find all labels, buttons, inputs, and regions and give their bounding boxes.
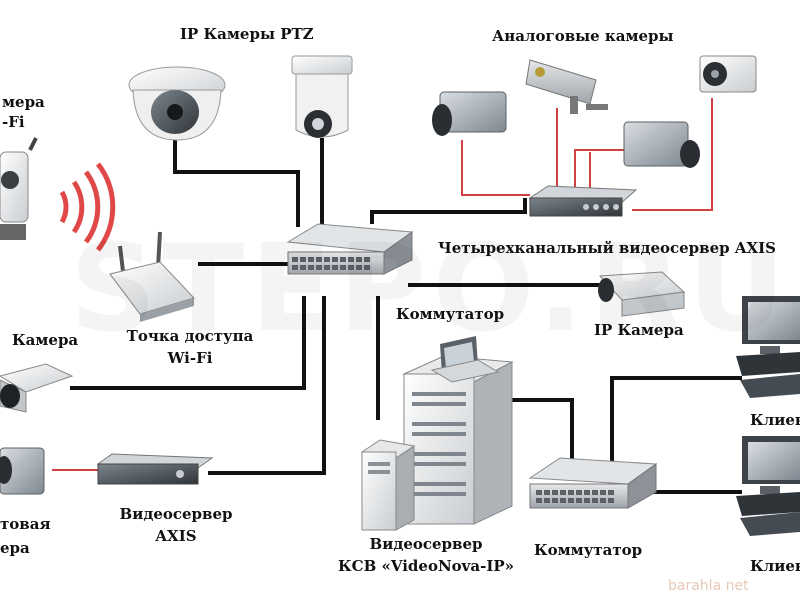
dome-camera-icon (128, 66, 226, 141)
link-videoserver-4ch (370, 198, 527, 224)
link-ip-camera-left (70, 296, 306, 390)
bottom-switch-icon (528, 457, 658, 509)
label-ip-ptz: IP Камеры PTZ (180, 25, 314, 43)
label-analog-left-line1: товая (0, 515, 51, 533)
ip-camera-right-icon (598, 271, 686, 317)
label-videoserver-4ch: Четырехканальный видеосервер AXIS (438, 239, 776, 257)
label-switch-main: Коммутатор (396, 305, 505, 323)
label-ksv-line1: Видеосервер (369, 535, 483, 553)
label-access-point-line2: Wi-Fi (167, 349, 213, 367)
access-point-icon (109, 231, 195, 322)
main-switch-icon (286, 223, 414, 275)
label-client-2: Клиен (750, 557, 800, 575)
videoserver-4ch-icon (528, 185, 638, 217)
client-workstation-2-icon (736, 436, 800, 536)
analog-camera-icon (432, 91, 507, 136)
label-switch-bottom: Коммутатор (534, 541, 643, 559)
link-videonova (510, 398, 574, 462)
ptz-camera-icon (291, 55, 353, 138)
client-workstation-1-icon (736, 296, 800, 398)
link-analog-cam-1 (461, 140, 530, 196)
wifi-camera-icon (0, 137, 38, 240)
label-ip-camera-right: IP Камера (594, 321, 684, 339)
label-analog-left-line2: ера (0, 539, 30, 557)
link-dome-camera (173, 138, 300, 227)
label-ksv-line2: КСВ «VideoNova-IP» (337, 557, 514, 575)
watermark: STEPO.RU (70, 220, 791, 359)
tower-pc-icon (360, 439, 416, 531)
analog-links (52, 98, 713, 471)
label-ip-camera-left: Камера (12, 331, 79, 349)
analog-camera-left-icon (0, 447, 45, 495)
label-analog-cameras: Аналоговые камеры (492, 27, 674, 45)
site-watermark: barahla net (668, 578, 749, 594)
link-analog-cam-4 (632, 98, 713, 211)
analog-camera-housing-icon (525, 59, 608, 114)
label-wifi-camera-line2: -Fi (2, 113, 25, 131)
ip-camera-left-icon (0, 363, 74, 413)
analog-camera-icon-2 (623, 121, 700, 168)
wifi-waves-icon (59, 162, 116, 252)
label-videoserver-axis-line1: Видеосервер (119, 505, 233, 523)
videoserver-axis-icon (96, 453, 214, 485)
label-client-1: Клиен (750, 411, 800, 429)
network-links (70, 138, 742, 494)
analog-camera-box-icon (699, 55, 757, 93)
server-rack-icon (402, 336, 514, 525)
link-analog-cam-3 (574, 149, 632, 195)
label-videoserver-axis-line2: AXIS (155, 527, 197, 545)
label-wifi-camera-line1: мера (2, 93, 45, 111)
link-videoserver-axis (208, 296, 326, 475)
label-access-point-line1: Точка доступа (126, 327, 254, 345)
link-client-1 (610, 376, 742, 462)
